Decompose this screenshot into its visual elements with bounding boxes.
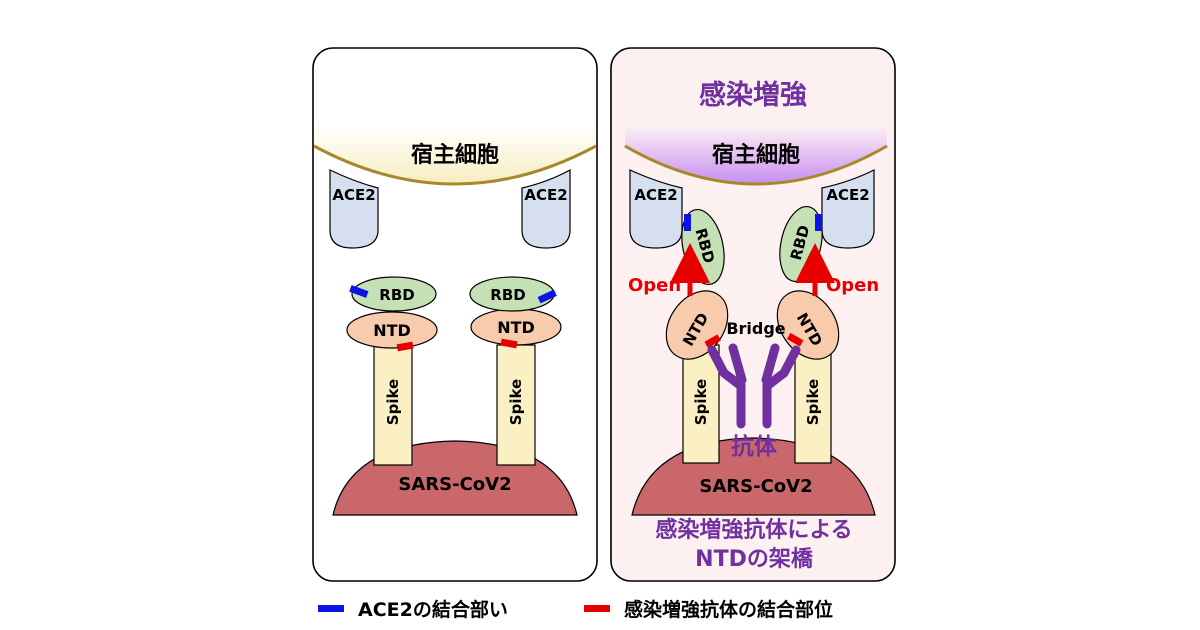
right-panel: 感染増強 宿主細胞 ACE2 ACE2 SARS-CoV2 Spike Spik…: [610, 47, 896, 582]
right-ace2-left-label: ACE2: [634, 186, 677, 204]
left-ntd-left: [346, 311, 438, 349]
left-ntd-right-label: NTD: [497, 318, 535, 337]
left-panel: 宿主細胞 ACE2 ACE2 SARS-CoV2 Spike Spike NTD…: [312, 47, 598, 582]
right-ntd-right-antibody-site: [786, 332, 804, 347]
left-rbd-right-ace2-site: [537, 289, 557, 304]
right-host-membrane: [624, 144, 888, 186]
right-spike-right-label: Spike: [804, 379, 822, 425]
right-spike-right: [794, 344, 832, 464]
left-spike-left-label: Spike: [384, 379, 402, 425]
left-ace2-left: [329, 169, 379, 249]
left-rbd-left-label: RBD: [379, 286, 414, 304]
left-host-membrane: [313, 144, 597, 186]
legend-antibody-site: 感染増強抗体の結合部位: [584, 588, 833, 628]
right-host-cell-label: 宿主細胞: [712, 142, 800, 168]
right-ace2-right-label: ACE2: [826, 186, 869, 204]
right-ace2-right: [821, 169, 875, 249]
right-open-label-right: Open: [826, 275, 879, 296]
left-ace2-right: [521, 168, 571, 249]
right-virus-label: SARS-CoV2: [699, 476, 812, 497]
legend-antibody-label: 感染増強抗体の結合部位: [624, 598, 834, 621]
left-ace2-left-label: ACE2: [332, 186, 375, 204]
left-rbd-left-ace2-site: [349, 285, 369, 298]
left-virus-label: SARS-CoV2: [398, 474, 511, 495]
right-rbd-left-ace2-site: [684, 214, 691, 231]
left-rbd-right-label: RBD: [490, 286, 525, 304]
legend-ace2-site: ACE2の結合部い: [318, 588, 508, 628]
right-host-cell: [625, 126, 887, 184]
legend-ace2-swatch: [318, 604, 344, 612]
right-bridge-label: Bridge: [726, 319, 785, 338]
left-host-cell: [314, 126, 596, 184]
left-ntd-right-antibody-site: [500, 338, 518, 349]
right-open-label-left: Open: [628, 275, 681, 296]
right-caption-line1: 感染増強抗体による: [655, 517, 852, 543]
left-rbd-left: [351, 276, 437, 312]
right-caption-line2: NTDの架橋: [695, 546, 814, 572]
left-ntd-left-label: NTD: [373, 321, 411, 340]
legend-ace2-label: ACE2の結合部い: [358, 598, 508, 621]
left-host-cell-label: 宿主細胞: [411, 142, 499, 168]
right-antibody: [707, 343, 801, 429]
right-antibody-label: 抗体: [731, 433, 778, 460]
left-ntd-left-antibody-site: [396, 341, 414, 352]
right-ntd-left-antibody-site: [704, 334, 721, 348]
left-ace2-right-label: ACE2: [524, 186, 567, 204]
left-spike-right-label: Spike: [507, 379, 525, 425]
right-panel-title: 感染増強: [699, 79, 807, 111]
right-spike-left-label: Spike: [692, 379, 710, 425]
legend-antibody-swatch: [584, 604, 610, 612]
right-rbd-right-ace2-site: [815, 214, 822, 231]
right-spike-left: [682, 344, 720, 464]
